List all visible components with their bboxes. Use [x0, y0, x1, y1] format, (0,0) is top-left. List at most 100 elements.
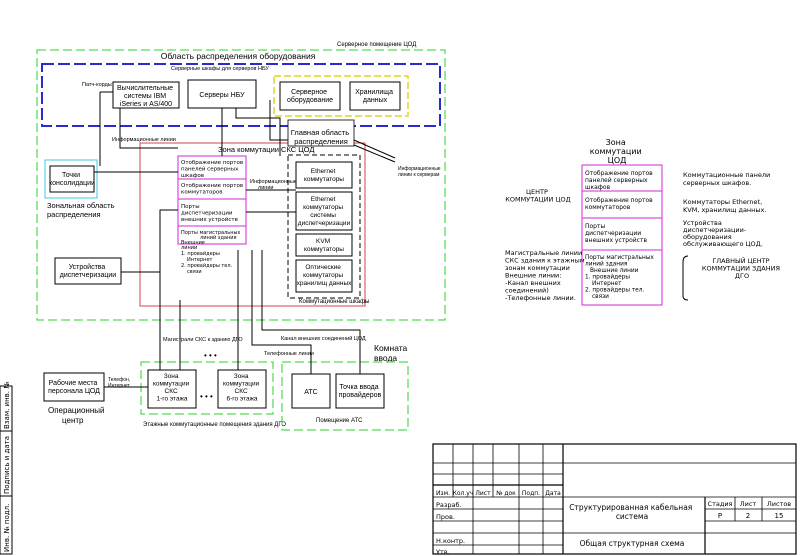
dispatch-devices-box	[54, 257, 122, 285]
annot-note-dispatch: Устройства диспетчеризации- оборудования…	[683, 219, 763, 248]
server-room-boundary	[36, 49, 446, 321]
zonal-area-label: Зональная область распределения	[47, 201, 117, 219]
tb-header-sheet: Лист	[740, 500, 757, 508]
annot-port-row-4: Порты магистральных линий здания Внешние…	[585, 255, 656, 300]
ext-channel-label: Канал внешних соединений ЦОД	[281, 335, 366, 342]
annot-zone-title: Зона коммутации ЦОД	[590, 138, 644, 165]
phone-internet-label: Телефон, Интернет	[108, 377, 132, 389]
ethernet-switches-text: Ethernet коммутаторы	[304, 168, 344, 183]
title-block	[432, 443, 797, 555]
ibm-systems-text: Вычислительные системы IBM iSeries и AS/…	[117, 85, 175, 108]
zone1-box	[147, 369, 197, 409]
dispatch-ethernet-box	[295, 191, 353, 231]
entrance-room-label: Комната ввода	[374, 343, 410, 363]
side-strip-inv-label: Инв. № подл.	[3, 504, 11, 552]
zone1-text: Зона коммутации СКС 1-го этажа	[153, 373, 191, 403]
tb-col-date: Дата	[545, 490, 561, 497]
annot-bracket	[682, 255, 689, 301]
annot-ports-column	[581, 164, 663, 306]
patch-cords-label: Патч-корды	[82, 82, 112, 88]
ats-room-label: Помещение АТС	[316, 418, 363, 424]
tb-value-sheets: 15	[775, 512, 784, 520]
annot-port-row-2: Отображение портов коммутаторов	[585, 197, 655, 211]
tb-sheet-title: Общая структурная схема	[580, 539, 685, 548]
dispatch-ethernet-text: Ethernet коммутаторы системы диспетчериз…	[298, 196, 351, 227]
kvm-switches-text: KVM коммутаторы	[304, 238, 344, 253]
operations-center-label: Операционный центр	[48, 406, 107, 425]
provider-entry-text: Точка ввода провайдеров	[339, 384, 382, 399]
ats-room-boundary	[281, 361, 409, 431]
tb-col-doc: № док	[496, 490, 516, 497]
main-area-text: Главная область распределения	[291, 128, 352, 146]
optical-switches-box	[295, 259, 353, 293]
zonal-area-boundary	[44, 159, 98, 199]
workplaces-text: Рабочие места персонала ЦОД	[48, 379, 100, 395]
storage-text: Хранилища данных	[355, 89, 395, 104]
port-row-server-panels: Отображение портов панелей серверных шка…	[181, 160, 245, 179]
side-strip-replace-label: Взам. инв. №	[3, 381, 11, 429]
tb-row-ncontrol: Н.контр.	[436, 537, 465, 545]
annot-center-label: ЦЕНТР КОММУТАЦИИ ЦОД	[505, 188, 570, 204]
annot-port-row-3: Порты диспетчеризации внешних устройств	[585, 223, 647, 244]
tb-col-list: Лист	[475, 490, 491, 497]
server-equipment-box	[279, 81, 341, 111]
side-strip-sign-label: Подпись и дата	[3, 436, 11, 494]
provider-entry-box	[335, 373, 385, 409]
nbu-servers-text: Серверы НБУ	[199, 92, 245, 99]
tb-header-stage: Стадия	[708, 500, 733, 508]
annot-main-center: ГЛАВНЫЙ ЦЕНТР КОММУТАЦИИ ЗДАНИЯ ДГО	[702, 256, 782, 280]
info-lines-mid-label: Информационные линии	[250, 179, 298, 191]
annot-note-switches: Коммутаторы Ethernet, KVM, хранилищ данн…	[683, 198, 766, 214]
ibm-systems-box	[112, 81, 180, 109]
tb-col-kol: Кол.уч	[453, 490, 474, 497]
zone6-box	[217, 369, 267, 409]
ats-text: АТС	[304, 389, 317, 396]
kvm-switches-box	[295, 233, 353, 257]
annot-trunk-notes: Магистральные линии СКС здания к этажным…	[505, 249, 587, 302]
equipment-area-boundary	[41, 63, 441, 127]
storage-box	[349, 81, 401, 111]
port-row-trunk: Порты магистральных линий здания Внешние…	[181, 230, 242, 275]
dispatch-devices-text: Устройства диспетчеризации	[60, 263, 117, 279]
floor-rooms-label: Этажные коммутационные помещения здания …	[143, 422, 286, 428]
ports-column	[177, 155, 247, 245]
main-area-box	[287, 119, 355, 147]
workplaces-box	[43, 372, 105, 402]
side-strip: Инв. № подл. Подпись и дата Взам. инв. №	[0, 381, 13, 555]
annot-note-panels: Коммутационные панели серверных шкафов.	[683, 171, 772, 187]
tb-row-checked: Пров.	[436, 513, 455, 521]
floor-rooms-boundary	[140, 361, 274, 415]
server-room-label: Серверное помещение ЦОД	[337, 42, 416, 48]
info-lines-top-label: Информационные линии	[112, 137, 176, 143]
tb-header-sheets: Листов	[767, 500, 791, 508]
server-cabinets-boundary	[273, 75, 409, 117]
port-row-switches: Отображение портов коммутаторов	[181, 183, 245, 196]
annot-port-row-1: Отображение портов панелей серверных шка…	[585, 170, 655, 191]
optical-switches-text: Оптические коммутаторы хранилищ данных	[297, 264, 353, 287]
tb-doc-title: Структурированная кабельная система	[569, 503, 694, 521]
tb-row-developed: Разраб.	[436, 501, 462, 509]
consolidation-point-text: Точки консолидации	[49, 172, 95, 187]
trunk-label: Магистрали СКС к зданию ДГО	[163, 337, 243, 343]
tb-row-approved: Утв.	[436, 548, 450, 556]
connecting-lines	[94, 91, 396, 388]
nbu-servers-box	[187, 79, 257, 109]
ethernet-switches-box	[295, 161, 353, 189]
trunk-ellipsis: • • •	[204, 351, 217, 360]
info-lines-servers-label: Информационные линии к серверам	[398, 166, 442, 178]
tb-col-izm: Изм.	[436, 490, 450, 497]
consolidation-point-box	[49, 165, 95, 193]
switch-cabinets-boundary	[287, 154, 361, 299]
switch-cabinets-label: Коммутационные шкафы	[299, 299, 369, 305]
tb-col-sign: Подп.	[522, 490, 540, 497]
phone-lines-label: Телефонные линии	[264, 351, 314, 357]
ats-box	[291, 373, 331, 409]
port-row-dispatch: Порты диспетчеризации внешних устройств	[181, 204, 238, 223]
nbu-cabinets-label: Серверные шкафы для серверов НБУ	[171, 66, 269, 72]
server-equipment-text: Серверное оборудование	[287, 89, 333, 104]
tb-value-stage: Р	[718, 512, 722, 520]
equipment-area-title: Область распределения оборудования	[161, 51, 316, 61]
title-block-text: Изм. Кол.уч Лист № док Подп. Дата Разраб…	[436, 490, 791, 556]
zone6-text: Зона коммутации СКС 6-го этажа	[223, 373, 261, 403]
